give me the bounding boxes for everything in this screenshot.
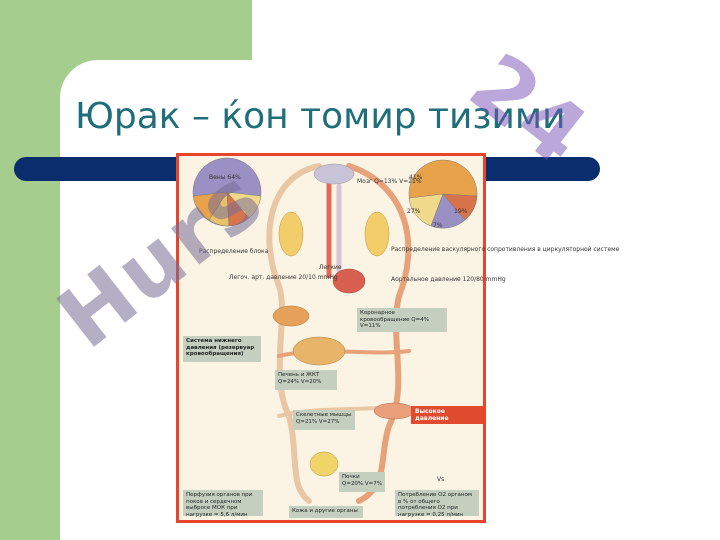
bottom-right-box: Потребление O2 органом в % от общего пот… xyxy=(395,490,479,518)
vessel-lines xyxy=(266,163,412,504)
left-pie-label-veins: Вены 64% xyxy=(209,174,241,181)
coronary-box: Коронарное кровообращение Q=4% V=11% xyxy=(357,308,447,332)
right-axis-label: Vs xyxy=(437,476,445,483)
right-pie-label-41: 41% xyxy=(409,174,423,181)
low-pressure-box: Система нижнего давления (резервуар кров… xyxy=(183,336,261,362)
right-pie-label-27: 27% xyxy=(407,208,421,215)
bottom-left-box: Перфузия органов при покое и сердечном в… xyxy=(183,490,263,518)
left-lung xyxy=(278,211,304,257)
kidney-organ xyxy=(309,451,339,477)
right-pie-caption: Распределение васкулярного сопротивления… xyxy=(391,246,620,253)
intestine-organ xyxy=(292,336,346,366)
organs xyxy=(272,163,415,477)
left-pressure-label: Легоч. арт. давление 20/10 mmHg xyxy=(229,274,338,281)
liver-gi-box: Печень и ЖКТ Q=24% V=20% xyxy=(275,370,337,390)
brain-organ xyxy=(313,163,355,185)
kidney-box: Почки Q=20% V=7% xyxy=(339,472,385,492)
right-pie-label-19: 19% xyxy=(454,208,468,215)
circulatory-diagram: Распределение блока Распределение васкул… xyxy=(176,153,619,523)
right-pie-label-7: 7% xyxy=(433,222,443,229)
high-pressure-label: Высокое давление xyxy=(411,406,483,424)
right-lung xyxy=(364,211,390,257)
bottom-mid-box: Кожа и другие органы xyxy=(289,506,363,518)
green-left-strip xyxy=(0,160,60,540)
right-pressure-label: Аортальное давление 120/80 mmHg xyxy=(391,276,506,283)
left-pie-chart xyxy=(192,157,262,227)
heart-organ xyxy=(332,268,366,294)
left-pie-caption: Распределение блока xyxy=(199,248,269,255)
diagram-graphics xyxy=(192,157,478,504)
slide-title: Юрак – ќон томир тизими xyxy=(75,96,566,137)
skeletal-muscle-box: Скелетные мышцы Q=21% V=27% xyxy=(293,410,355,430)
lung-label: Легкие xyxy=(319,264,342,271)
brain-label: Мозг Q=13% V=21% xyxy=(357,178,422,185)
muscle-organ xyxy=(373,402,415,420)
right-pie-chart xyxy=(408,159,478,229)
liver-organ xyxy=(272,305,310,327)
